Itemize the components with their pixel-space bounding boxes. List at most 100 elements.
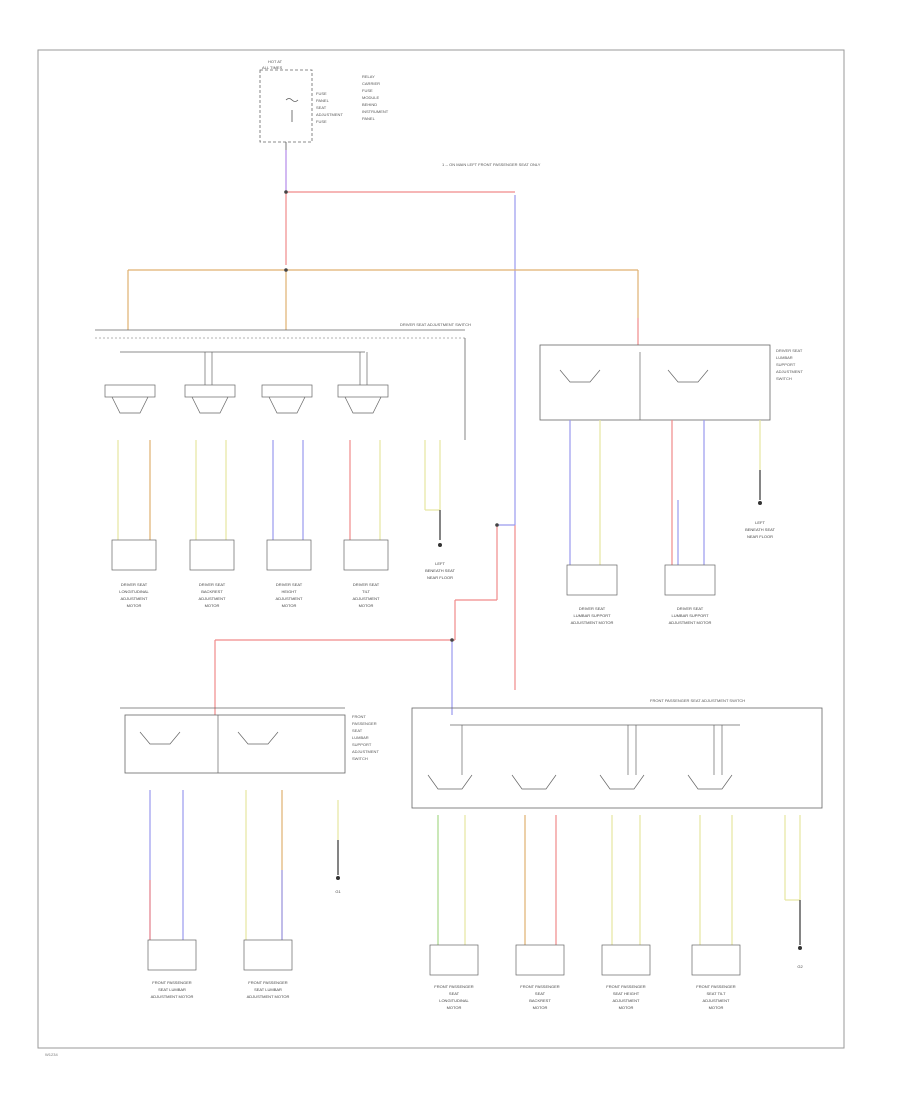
ground-1-label-a: LEFT bbox=[435, 561, 445, 566]
pass-lumbar-label-4: LUMBAR bbox=[352, 735, 369, 740]
motor-label-9b: SEAT bbox=[449, 991, 460, 996]
ground-2-label-c: NEAR FLOOR bbox=[747, 534, 773, 539]
motor-label-5a: DRIVER SEAT bbox=[579, 606, 606, 611]
footer-code: W1234 bbox=[45, 1052, 58, 1057]
motor-label-7b: SEAT LUMBAR bbox=[158, 987, 186, 992]
passenger-seat-switch: FRONT PASSENGER SEAT ADJUSTMENT SWITCH bbox=[411, 698, 823, 809]
diagram-border bbox=[37, 49, 845, 1049]
motor-label-7a: FRONT PASSENGER bbox=[152, 980, 192, 985]
motor-label-10b: SEAT bbox=[535, 991, 546, 996]
pass-switch-wires bbox=[437, 815, 801, 945]
fuse-hot-line-2: ALL TIMES bbox=[262, 65, 283, 70]
fuse-desc-1: FUSE bbox=[316, 91, 327, 96]
motor-label-2d: MOTOR bbox=[205, 603, 220, 608]
ground-1: LEFT BENEATH SEAT NEAR FLOOR bbox=[425, 543, 455, 580]
motor-label-1a: DRIVER SEAT bbox=[121, 582, 148, 587]
ground-1-label-b: BENEATH SEAT bbox=[425, 568, 455, 573]
driver-switch-unit-4 bbox=[337, 384, 389, 414]
fuse-block: HOT AT ALL TIMES FUSE PANEL SEAT ADJUSTM… bbox=[259, 59, 389, 150]
driver-motor-wires bbox=[117, 440, 441, 540]
driver-switch-unit-2 bbox=[184, 384, 236, 414]
passenger-lumbar-switch: FRONT PASSENGER SEAT LUMBAR SUPPORT ADJU… bbox=[120, 707, 379, 774]
motor-label-12d: MOTOR bbox=[709, 1005, 724, 1010]
wires bbox=[127, 150, 639, 715]
fuse-side-5: BEHIND bbox=[362, 102, 377, 107]
pass-seat-motors: FRONT PASSENGER SEAT LONGITUDINAL MOTOR … bbox=[429, 944, 741, 1010]
motor-label-5b: LUMBAR SUPPORT bbox=[573, 613, 611, 618]
motor-label-9c: LONGITUDINAL bbox=[439, 998, 469, 1003]
drv-lumbar-wires bbox=[569, 420, 761, 565]
motor-label-5c: ADJUSTMENT MOTOR bbox=[571, 620, 614, 625]
motor-label-10d: MOTOR bbox=[533, 1005, 548, 1010]
fuse-side-1: RELAY bbox=[362, 74, 375, 79]
pass-lumbar-motors: FRONT PASSENGER SEAT LUMBAR ADJUSTMENT M… bbox=[147, 939, 293, 999]
fuse-side-7: PANEL bbox=[362, 116, 376, 121]
motor-label-12b: SEAT TILT bbox=[706, 991, 726, 996]
driver-switch-unit-3 bbox=[261, 384, 313, 414]
pass-lumbar-wires bbox=[149, 790, 339, 940]
motor-label-6b: LUMBAR SUPPORT bbox=[671, 613, 709, 618]
driver-switch-unit-1 bbox=[104, 384, 156, 414]
motor-label-12c: ADJUSTMENT bbox=[703, 998, 730, 1003]
drv-lumbar-motors: DRIVER SEAT LUMBAR SUPPORT ADJUSTMENT MO… bbox=[566, 564, 716, 625]
fuse-hot-line-1: HOT AT bbox=[268, 59, 283, 64]
ground-2: LEFT BENEATH SEAT NEAR FLOOR bbox=[745, 501, 775, 539]
motor-label-9a: FRONT PASSENGER bbox=[434, 984, 474, 989]
ground-4: G2 bbox=[797, 946, 803, 969]
motor-label-8b: SEAT LUMBAR bbox=[254, 987, 282, 992]
drv-lumbar-label-2: LUMBAR bbox=[776, 355, 793, 360]
ground-1-label-c: NEAR FLOOR bbox=[427, 575, 453, 580]
motor-label-8a: FRONT PASSENGER bbox=[248, 980, 288, 985]
driver-motors: DRIVER SEAT LONGITUDINAL ADJUSTMENT MOTO… bbox=[111, 539, 389, 608]
drv-lumbar-label-3: SUPPORT bbox=[776, 362, 796, 367]
motor-label-6a: DRIVER SEAT bbox=[677, 606, 704, 611]
pass-lumbar-label-2: PASSENGER bbox=[352, 721, 377, 726]
fuse-desc-4: ADJUSTMENT bbox=[316, 112, 343, 117]
ground-3: G1 bbox=[335, 876, 341, 894]
motor-label-10c: BACKREST bbox=[529, 998, 551, 1003]
ground-2-label-a: LEFT bbox=[755, 520, 765, 525]
ground-3-label: G1 bbox=[335, 889, 341, 894]
motor-label-8c: ADJUSTMENT MOTOR bbox=[247, 994, 290, 999]
motor-label-10a: FRONT PASSENGER bbox=[520, 984, 560, 989]
motor-label-2c: ADJUSTMENT bbox=[199, 596, 226, 601]
driver-lumbar-switch: DRIVER SEAT LUMBAR SUPPORT ADJUSTMENT SW… bbox=[539, 344, 803, 421]
fuse-side-6: INSTRUMENT bbox=[362, 109, 389, 114]
motor-label-11d: MOTOR bbox=[619, 1005, 634, 1010]
motor-label-3c: ADJUSTMENT bbox=[276, 596, 303, 601]
pass-switch-label: FRONT PASSENGER SEAT ADJUSTMENT SWITCH bbox=[650, 698, 745, 703]
drv-lumbar-label-1: DRIVER SEAT bbox=[776, 348, 803, 353]
pass-lumbar-label-6: ADJUSTMENT bbox=[352, 749, 379, 754]
motor-label-11a: FRONT PASSENGER bbox=[606, 984, 646, 989]
top-note: 1 -- ON MAIN LEFT FRONT PASSENGER SEAT O… bbox=[442, 162, 541, 167]
motor-label-3b: HEIGHT bbox=[281, 589, 297, 594]
motor-label-7c: ADJUSTMENT MOTOR bbox=[151, 994, 194, 999]
drv-lumbar-label-5: SWITCH bbox=[776, 376, 792, 381]
pass-lumbar-label-3: SEAT bbox=[352, 728, 363, 733]
motor-label-4a: DRIVER SEAT bbox=[353, 582, 380, 587]
driver-seat-switch: DRIVER SEAT ADJUSTMENT SWITCH bbox=[95, 322, 471, 440]
motor-label-11b: SEAT HEIGHT bbox=[613, 991, 640, 996]
splice-points bbox=[284, 190, 499, 642]
motor-label-11c: ADJUSTMENT bbox=[613, 998, 640, 1003]
fuse-desc-3: SEAT bbox=[316, 105, 327, 110]
pass-lumbar-label-5: SUPPORT bbox=[352, 742, 372, 747]
motor-label-3d: MOTOR bbox=[282, 603, 297, 608]
motor-label-6c: ADJUSTMENT MOTOR bbox=[669, 620, 712, 625]
motor-label-2a: DRIVER SEAT bbox=[199, 582, 226, 587]
motor-label-1c: ADJUSTMENT bbox=[121, 596, 148, 601]
pass-lumbar-label-7: SWITCH bbox=[352, 756, 368, 761]
pass-lumbar-label-1: FRONT bbox=[352, 714, 366, 719]
driver-switch-label: DRIVER SEAT ADJUSTMENT SWITCH bbox=[400, 322, 471, 327]
motor-label-2b: BACKREST bbox=[201, 589, 223, 594]
fuse-side-4: MODULE bbox=[362, 95, 379, 100]
motor-label-3a: DRIVER SEAT bbox=[276, 582, 303, 587]
fuse-side-2: CARRIER bbox=[362, 81, 380, 86]
motor-label-12a: FRONT PASSENGER bbox=[696, 984, 736, 989]
ground-2-label-b: BENEATH SEAT bbox=[745, 527, 775, 532]
fuse-desc-2: PANEL bbox=[316, 98, 330, 103]
fuse-side-3: FUSE bbox=[362, 88, 373, 93]
motor-label-4d: MOTOR bbox=[359, 603, 374, 608]
ground-4-label: G2 bbox=[797, 964, 803, 969]
